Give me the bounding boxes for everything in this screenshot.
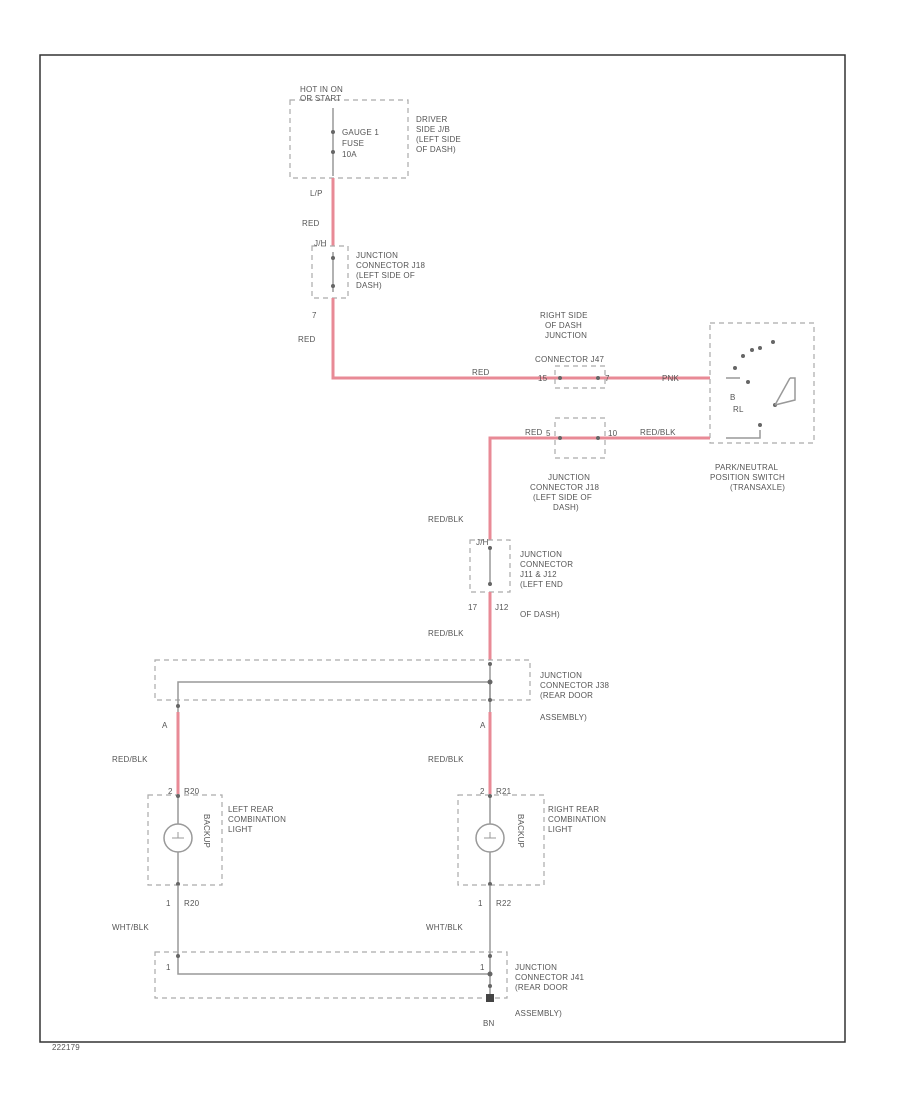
pnp-name-2: POSITION SWITCH [710, 473, 785, 482]
pnp-pin-bottom: RL [733, 405, 744, 414]
right-lamp-pin-top: R21 [496, 787, 512, 796]
right-lamp-side: BACKUP [516, 814, 525, 848]
wire-red-label-1: RED [302, 219, 320, 228]
right-lamp-icon [475, 823, 505, 853]
fuse-name-3: 10A [342, 150, 357, 159]
right-lamp-name-3: LIGHT [548, 825, 573, 834]
left-lamp-name-3: LIGHT [228, 825, 253, 834]
right-lamp-outline [457, 794, 545, 886]
ground-icon [486, 994, 494, 1002]
left-lamp-pin-bottom: R20 [184, 899, 200, 908]
figure-code: 222179 [52, 1043, 80, 1052]
wire-red-blk-label-4: RED/BLK [428, 629, 464, 638]
jc4-desc-1: JUNCTION [520, 550, 562, 559]
jc5-desc-2: CONNECTOR J38 [540, 681, 609, 690]
jc1-desc-2: CONNECTOR J18 [356, 261, 425, 270]
jc1-desc-4: DASH) [356, 281, 382, 290]
fuse-symbol-icon [331, 108, 335, 176]
fuse-pin-label: L/P [310, 189, 323, 198]
jc2-title-1: RIGHT SIDE [540, 311, 588, 320]
wire-j18-to-switch [331, 298, 710, 380]
jc1-pin-top: J/H [314, 239, 327, 248]
pnp-name-1: PARK/NEUTRAL [715, 463, 779, 472]
right-lamp-pin-bottom: R22 [496, 899, 512, 908]
fuse-box-outline [289, 99, 409, 179]
wire-red-blk-label-2: RED/BLK [640, 428, 676, 437]
left-lamp-name-1: LEFT REAR [228, 805, 274, 814]
jc6-pin-left: 1 [166, 963, 171, 972]
left-lamp-pin-bottom-num: 1 [166, 899, 171, 908]
fuse-hot-label-1: HOT IN ON [300, 85, 343, 94]
jc6-pin-right: 1 [480, 963, 485, 972]
pnp-switch-outline [709, 322, 815, 444]
wire-switch-to-j18-lower [488, 436, 710, 540]
diagram-frame [39, 54, 846, 1043]
junction-j38-outline [154, 659, 531, 701]
jc3-desc-1: JUNCTION [548, 473, 590, 482]
right-lamp-pin-top-num: 2 [480, 787, 485, 796]
left-lamp-outline [147, 794, 223, 886]
fuse-name-1: GAUGE 1 [342, 128, 379, 137]
wire-red-blk-label-6: RED/BLK [428, 755, 464, 764]
jc3-desc-4: DASH) [553, 503, 579, 512]
jc4-pin-code: J12 [495, 603, 509, 612]
jc1-pin-bottom: 7 [312, 311, 317, 320]
jc5-desc-1: JUNCTION [540, 671, 582, 680]
pnp-name-3: (TRANSAXLE) [730, 483, 785, 492]
jc3-desc-3: (LEFT SIDE OF [533, 493, 592, 502]
jc4-pin-bottom: 17 [468, 603, 478, 612]
jc3-desc-2: CONNECTOR J18 [530, 483, 599, 492]
jc4-desc-2: CONNECTOR [520, 560, 573, 569]
fuse-location-1: DRIVER [416, 115, 447, 124]
jc2-pin-left: 15 [538, 374, 548, 383]
left-lamp-name-2: COMBINATION [228, 815, 286, 824]
jc4-desc-4: (LEFT END [520, 580, 563, 589]
wire-pnk-label: PNK [662, 374, 680, 383]
jc4-desc-5: OF DASH) [520, 610, 560, 619]
jc5-pin-right: A [480, 721, 486, 730]
wire-red-label-2: RED [298, 335, 316, 344]
jc2-pin-right: 7 [605, 374, 610, 383]
jc4-pin-top: J/H [476, 538, 489, 547]
ground-label: BN [483, 1019, 495, 1028]
junction-j18-outline [311, 245, 349, 299]
junction-j41-outline [154, 951, 508, 999]
left-lamp-side: BACKUP [202, 814, 211, 848]
pnp-pin-top: B [730, 393, 736, 402]
jc6-desc-2: CONNECTOR J41 [515, 973, 584, 982]
jc6-desc-4: ASSEMBLY) [515, 1009, 562, 1018]
jc4-desc-3: J11 & J12 [520, 570, 557, 579]
jc5-desc-4: ASSEMBLY) [540, 713, 587, 722]
wire-red-blk-label-3: RED/BLK [428, 515, 464, 524]
switch-symbol-icon [726, 340, 796, 439]
jc6-desc-1: JUNCTION [515, 963, 557, 972]
left-lamp-icon [163, 823, 193, 853]
left-lamp-pin-top-num: 2 [168, 787, 173, 796]
fuse-name-2: FUSE [342, 139, 364, 148]
wire-wht-blk-label-1: WHT/BLK [112, 923, 149, 932]
right-lamp-name-2: COMBINATION [548, 815, 606, 824]
left-lamp-pin-top: R20 [184, 787, 200, 796]
fuse-location-4: OF DASH) [416, 145, 456, 154]
jc2-title-2: OF DASH [545, 321, 582, 330]
wire-red-label-3: RED [472, 368, 490, 377]
right-lamp-name-1: RIGHT REAR [548, 805, 599, 814]
jc6-desc-3: (REAR DOOR [515, 983, 568, 992]
jc1-desc-1: JUNCTION [356, 251, 398, 260]
right-lamp-pin-bottom-num: 1 [478, 899, 483, 908]
fuse-location-2: SIDE J/B [416, 125, 450, 134]
jc2-title-3: JUNCTION [545, 331, 587, 340]
fuse-hot-label-2: OR START [300, 94, 341, 103]
jc3-pin-right: 10 [608, 429, 618, 438]
jc3-pin-left: 5 [546, 429, 551, 438]
wire-red-blk-label-5: RED/BLK [112, 755, 148, 764]
jc2-title-4: CONNECTOR J47 [535, 355, 604, 364]
wire-red-blk-label-1: RED [525, 428, 543, 437]
jc5-pin-left: A [162, 721, 168, 730]
fuse-location-3: (LEFT SIDE [416, 135, 461, 144]
jc1-desc-3: (LEFT SIDE OF [356, 271, 415, 280]
jc5-desc-3: (REAR DOOR [540, 691, 593, 700]
wire-wht-blk-label-2: WHT/BLK [426, 923, 463, 932]
